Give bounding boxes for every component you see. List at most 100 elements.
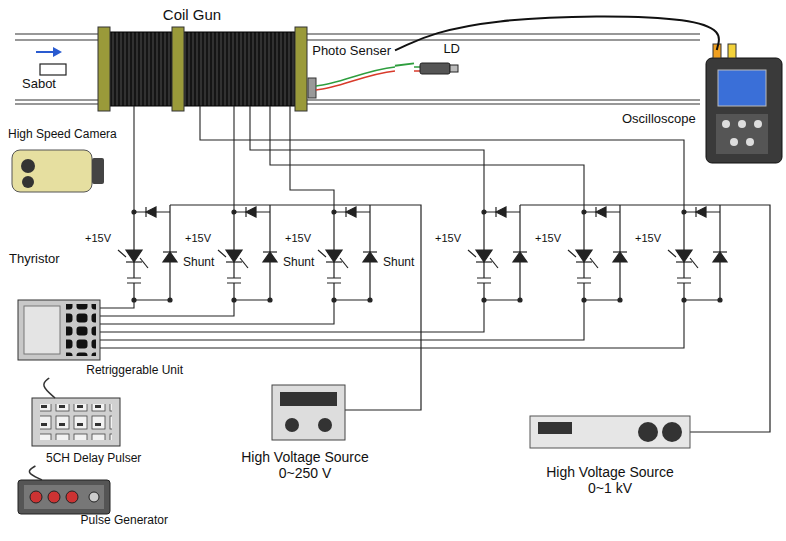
hv-source-1kv <box>538 422 572 434</box>
hv-source-250v <box>272 385 345 440</box>
node-text: 0~250 V <box>279 465 332 481</box>
node-text: Pulse Generator <box>81 514 168 528</box>
sabot <box>40 64 66 75</box>
node-text: Sabot <box>22 77 56 92</box>
thyristor-stage <box>468 205 527 302</box>
thyristor-stage <box>218 205 277 302</box>
coil-taps <box>250 106 484 212</box>
instrument-label-box: High Voltage Source0~1 kV <box>520 416 700 496</box>
hv-source-250v <box>318 418 332 432</box>
high-speed-camera <box>12 150 92 192</box>
trigger-lines <box>100 300 134 308</box>
photo-sensor <box>308 78 316 98</box>
coil-brackets <box>295 27 307 111</box>
motion-arrow <box>36 51 54 53</box>
node-text: High Voltage Source <box>546 464 674 480</box>
sensor-wires <box>316 67 395 86</box>
node-text: Coil Gun <box>163 6 221 23</box>
signal-cable <box>29 466 42 480</box>
sensor-wires <box>316 71 395 90</box>
node-text: High Voltage Source <box>241 449 369 465</box>
circuit-label: +15V <box>84 232 112 245</box>
sensor-wires <box>414 70 420 72</box>
thyristor-stage <box>568 205 627 302</box>
retriggerable-unit <box>24 306 60 354</box>
sensor-wires <box>316 67 420 90</box>
motion-arrow <box>53 47 62 57</box>
photo-sensor <box>308 78 316 98</box>
pulse-generator <box>89 492 99 502</box>
instrument-label-box: 5CH Delay Pulser <box>32 398 157 466</box>
pulse-generator <box>18 480 110 514</box>
hv-source-1kv <box>530 416 690 448</box>
sabot <box>40 64 66 75</box>
trigger-lines <box>100 300 334 324</box>
signal-cable <box>395 63 414 65</box>
instrument-label-box: Coil Gun <box>150 4 234 26</box>
oscilloscope <box>754 120 762 128</box>
node-text: High Speed Camera <box>8 128 117 142</box>
retriggerable-unit <box>18 300 100 360</box>
hv-source-1kv <box>530 416 690 448</box>
retriggerable-unit <box>18 300 100 360</box>
hv-source-250v <box>272 385 345 440</box>
node-text: Retriggerable Unit <box>86 364 183 378</box>
delay-pulser <box>32 398 120 446</box>
supply-bus <box>170 205 770 432</box>
instrument-label-box: LD <box>414 42 466 78</box>
pulse-generator <box>18 480 110 514</box>
instrument-label-box: Pulse Generator <box>18 480 168 528</box>
instrument-label-box: High Speed Camera <box>8 126 128 144</box>
oscilloscope <box>728 44 736 58</box>
node-text: Photo Senser <box>312 44 391 59</box>
hv-source-250v <box>285 418 299 432</box>
coil-taps <box>270 106 584 212</box>
instrument-label-box: Retriggerable Unit <box>18 300 183 378</box>
oscilloscope <box>706 58 782 163</box>
oscilloscope <box>716 114 768 154</box>
node-text: 5CH Delay Pulser <box>46 452 141 466</box>
node-text: 0~1 kV <box>588 480 632 496</box>
circuit-label: Shunt <box>382 256 415 270</box>
thyristor-stage <box>118 205 727 302</box>
pulse-generator <box>30 491 42 503</box>
high-speed-camera <box>12 150 104 192</box>
laser-diode <box>420 63 450 74</box>
coil-taps <box>133 106 134 212</box>
coil-brackets <box>98 27 110 111</box>
hv-source-1kv <box>638 422 658 442</box>
supply-bus <box>520 205 770 432</box>
oscilloscope <box>738 120 746 128</box>
coil-brackets <box>98 27 307 111</box>
delay-pulser <box>40 404 112 440</box>
oscilloscope <box>746 138 754 146</box>
thyristor-stage <box>668 205 727 302</box>
pulse-generator <box>66 491 78 503</box>
supply-bus <box>170 205 421 410</box>
pulse-generator <box>48 491 60 503</box>
trigger-lines <box>100 300 484 332</box>
coil-taps <box>233 106 234 212</box>
trigger-lines <box>100 300 234 316</box>
thyristor-stage <box>318 205 377 302</box>
coil-taps <box>200 106 684 212</box>
circuit-label: Shunt <box>282 256 315 270</box>
pulse-generator <box>24 485 104 509</box>
oscilloscope <box>722 120 730 128</box>
node-text: Oscilloscope <box>622 112 696 127</box>
circuit-label: +15V <box>284 232 312 245</box>
instrument-label-box: Oscilloscope <box>622 50 782 165</box>
coil-taps <box>290 106 334 212</box>
laser-diode <box>450 65 458 72</box>
trigger-lines <box>100 300 584 340</box>
coil-windings <box>100 32 305 106</box>
circuit-label: Thyristor <box>8 252 61 267</box>
motion-arrow <box>36 47 62 57</box>
coil-brackets <box>172 27 184 111</box>
delay-pulser <box>32 398 120 446</box>
thyristor-stage <box>118 205 177 302</box>
coil-taps <box>134 106 684 212</box>
node-text: LD <box>443 42 460 57</box>
